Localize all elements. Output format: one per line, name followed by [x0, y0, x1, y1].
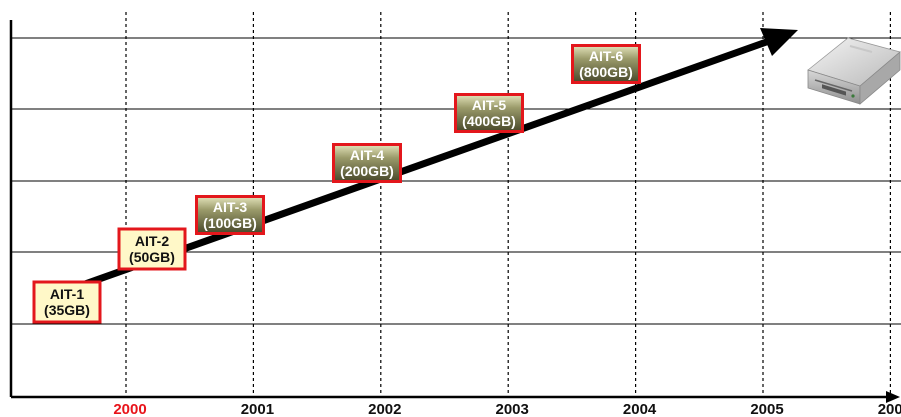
generation-capacity: (50GB): [129, 249, 175, 265]
generation-name: AIT-6: [589, 48, 623, 64]
generation-box-ait-1: AIT-1(35GB): [32, 280, 102, 324]
year-label: 2001: [241, 401, 274, 417]
generation-name: AIT-3: [213, 199, 247, 215]
generation-name: AIT-5: [472, 97, 506, 113]
x-axis-arrowhead: [886, 391, 900, 403]
generation-boxes: AIT-1(35GB)AIT-2(50GB)AIT-3(100GB)AIT-4(…: [32, 44, 641, 324]
year-label: 2005: [750, 401, 783, 417]
generation-capacity: (100GB): [203, 215, 257, 231]
generation-capacity: (35GB): [44, 302, 90, 318]
generation-name: AIT-4: [350, 147, 384, 163]
generation-box-ait-6: AIT-6(800GB): [571, 44, 641, 84]
generation-box-ait-4: AIT-4(200GB): [332, 143, 402, 183]
generation-box-ait-5: AIT-5(400GB): [454, 93, 524, 133]
generation-capacity: (800GB): [579, 64, 633, 80]
generation-box-ait-2: AIT-2(50GB): [117, 227, 187, 271]
generation-name: AIT-1: [50, 286, 84, 302]
generation-name: AIT-2: [135, 233, 169, 249]
generation-capacity: (400GB): [462, 113, 516, 129]
year-label: 2004: [623, 401, 657, 417]
tape-drive-icon: [807, 37, 901, 105]
year-labels: 2000200120022003200420052006200720082009: [113, 401, 901, 417]
year-label: 2006: [878, 401, 901, 417]
year-label: 2002: [368, 401, 401, 417]
generation-box-ait-3: AIT-3(100GB): [195, 195, 265, 235]
year-label: 2000: [113, 401, 146, 417]
horizontal-gridlines: [11, 37, 901, 325]
generation-capacity: (200GB): [340, 163, 394, 179]
growth-arrowhead: [760, 28, 798, 56]
year-label: 2003: [496, 401, 529, 417]
